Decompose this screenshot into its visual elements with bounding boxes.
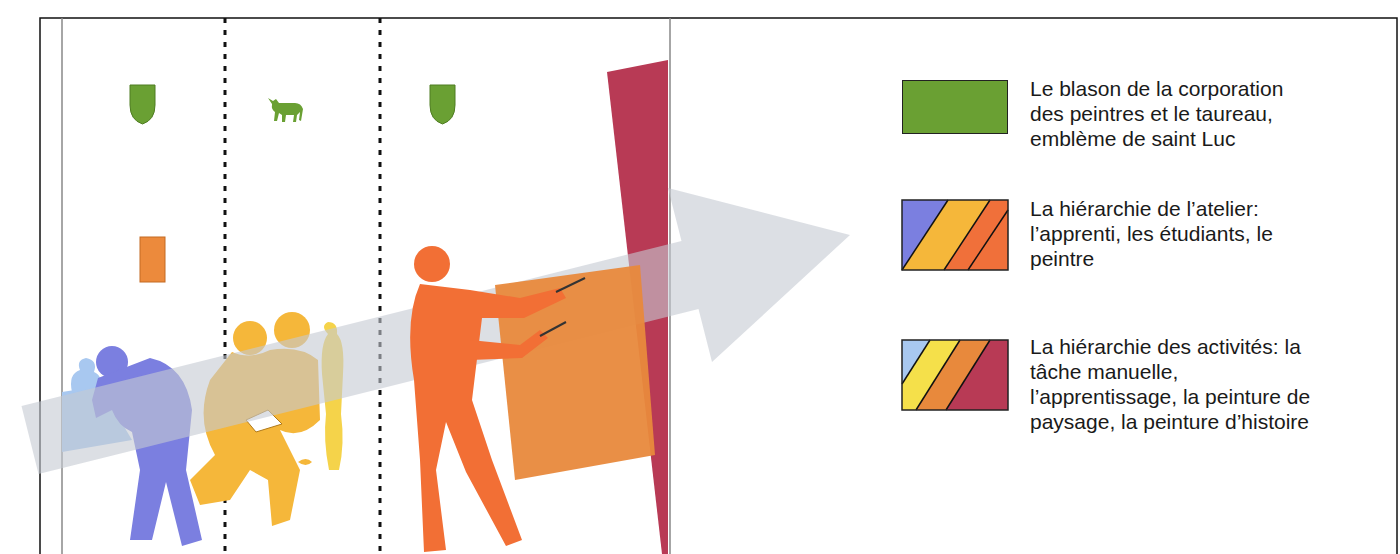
- guild-shield: [430, 85, 455, 124]
- ink-pot: [298, 459, 312, 465]
- canvas: [495, 265, 655, 480]
- zone-divider: [379, 18, 382, 554]
- palette-brush: [540, 322, 566, 336]
- legend-text: La hiérarchie des activités: la tâche ma…: [1030, 334, 1320, 434]
- legend-swatch: [902, 80, 1008, 134]
- small-painting: [140, 237, 165, 282]
- bull-emblem: [268, 98, 303, 122]
- activity-hierarchy-swatch: [902, 340, 1008, 410]
- guild-shield: [130, 85, 155, 124]
- painter-figure: [410, 246, 566, 552]
- brush: [556, 278, 585, 292]
- panel-edge: [61, 18, 63, 554]
- workshop-hierarchy-swatch: [902, 200, 1008, 270]
- legend-text: Le blason de la corporation des peintres…: [1030, 76, 1320, 151]
- legend-text: La hiérarchie de l’atelier: l’apprenti, …: [1030, 196, 1320, 271]
